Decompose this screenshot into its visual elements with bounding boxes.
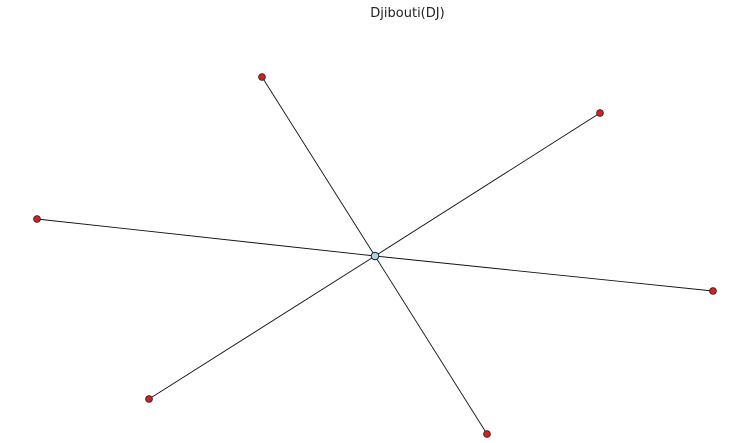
edges-layer xyxy=(36,76,714,435)
edge-hub-leaf-4 xyxy=(374,255,714,292)
graph-title: Djibouti(DJ) xyxy=(370,6,445,21)
node-leaf-6 xyxy=(483,430,491,438)
nodes-layer xyxy=(33,73,717,438)
edge-hub-leaf-2 xyxy=(374,112,601,257)
edge-hub-leaf-5 xyxy=(148,255,376,400)
node-leaf-5 xyxy=(145,395,153,403)
hub-node xyxy=(370,251,380,261)
node-leaf-4 xyxy=(709,287,717,295)
node-leaf-3 xyxy=(33,215,41,223)
node-leaf-2 xyxy=(596,109,604,117)
node-leaf-1 xyxy=(258,73,266,81)
edge-hub-leaf-1 xyxy=(261,76,376,257)
edge-hub-leaf-6 xyxy=(374,255,488,435)
edge-hub-leaf-3 xyxy=(36,218,376,257)
